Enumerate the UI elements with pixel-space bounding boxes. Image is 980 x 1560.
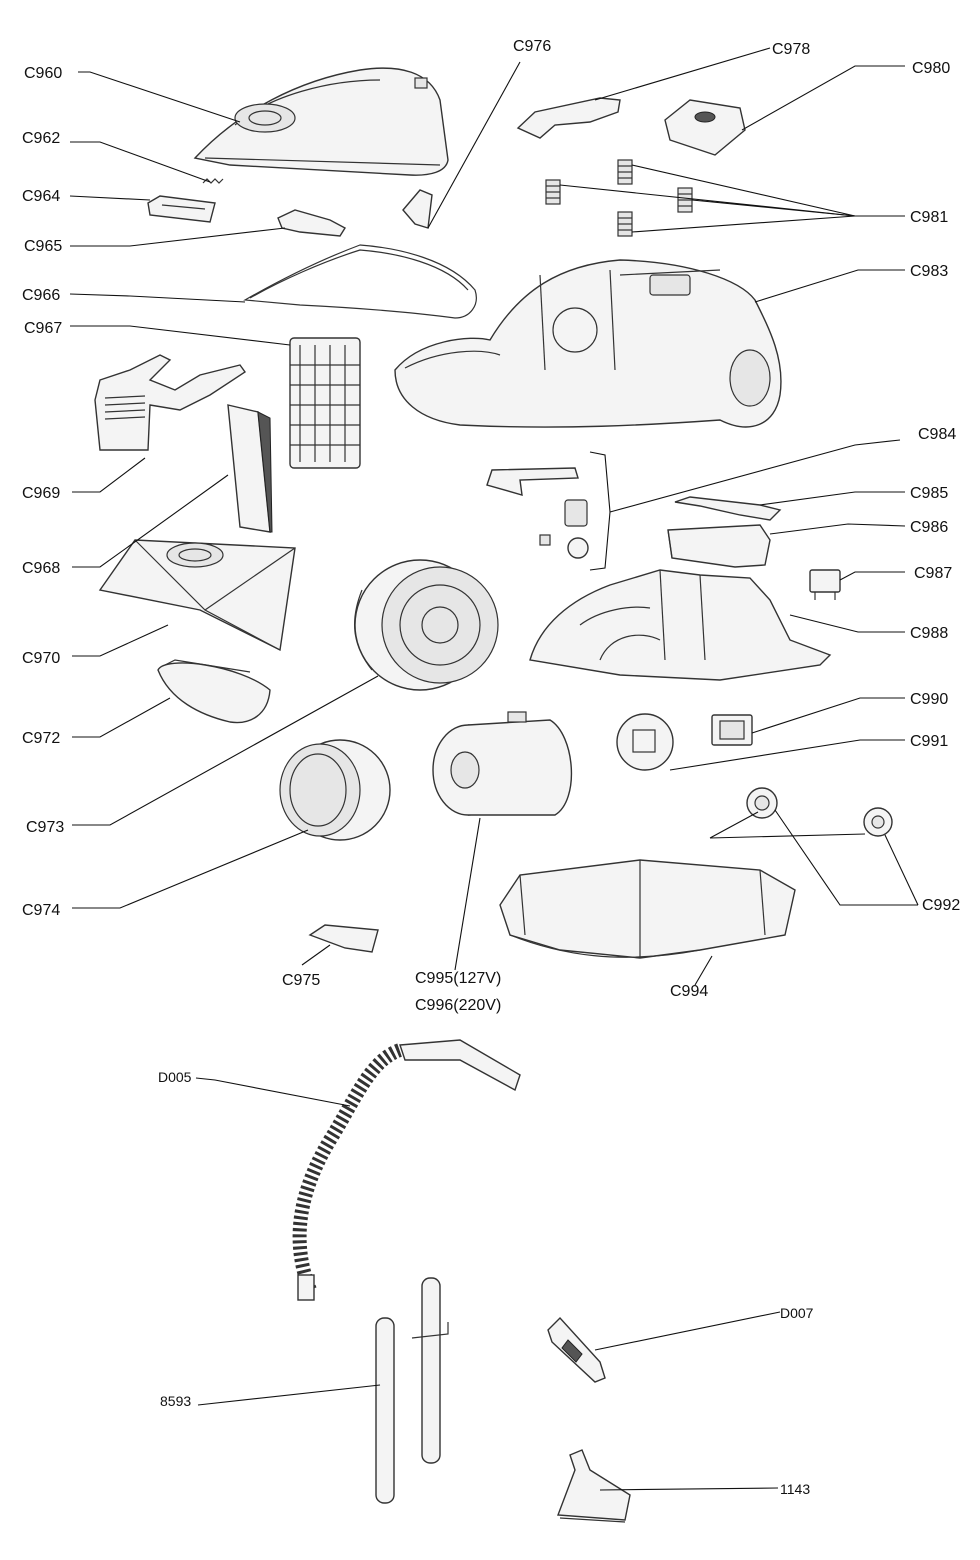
- label-c985: C985: [910, 485, 948, 502]
- label-c995: C995(127V): [415, 970, 501, 987]
- part-c995-motor: [432, 711, 573, 816]
- label-c962: C962: [22, 130, 60, 147]
- label-c964: C964: [22, 188, 60, 205]
- part-c980-button-cap: [664, 99, 746, 156]
- part-c960-top-cover: [193, 67, 449, 176]
- leader-lines: [69, 47, 919, 1491]
- part-c973-motor-housing: [353, 559, 499, 691]
- label-c987: C987: [914, 565, 952, 582]
- label-c966: C966: [22, 287, 60, 304]
- label-c986: C986: [910, 519, 948, 536]
- label-c968: C968: [22, 560, 60, 577]
- part-c994-base: [499, 859, 796, 959]
- label-c984: C984: [918, 426, 956, 443]
- label-c976: C976: [513, 38, 551, 55]
- label-c970: C970: [22, 650, 60, 667]
- label-c960: C960: [24, 65, 62, 82]
- part-c974-ring: [279, 739, 391, 841]
- part-labels: C960 C962 C964 C965 C966 C967 C969 C968 …: [22, 38, 960, 1497]
- part-c978-latch-arm: [516, 97, 621, 139]
- part-c970-dust-bag: [98, 539, 296, 652]
- part-c972-cap: [157, 659, 271, 724]
- label-8593: 8593: [160, 1393, 191, 1409]
- label-d007: D007: [780, 1305, 814, 1321]
- part-c986-foam-filter: [667, 524, 771, 568]
- part-d007-crevice-tool: [547, 1316, 606, 1383]
- part-c983-main-body: [394, 259, 782, 428]
- part-1143-tool: [557, 1449, 631, 1523]
- label-d005: D005: [158, 1069, 192, 1085]
- part-c990-square: [711, 714, 753, 746]
- part-c976-lever: [402, 189, 433, 229]
- label-c973: C973: [26, 819, 64, 836]
- part-c967-grill: [289, 337, 361, 469]
- part-c965-button: [277, 209, 346, 237]
- label-1143: 1143: [780, 1481, 810, 1497]
- part-c987-switch: [809, 569, 841, 600]
- label-c991: C991: [910, 733, 948, 750]
- label-c975: C975: [282, 972, 320, 989]
- label-c981: C981: [910, 209, 948, 226]
- part-c969-handle: [94, 354, 246, 451]
- label-c994: C994: [670, 983, 708, 1000]
- part-d005-hose: [292, 1039, 521, 1301]
- part-c988-chassis: [529, 569, 832, 681]
- part-c964-latch: [147, 195, 216, 223]
- part-c984-small-parts: [486, 467, 589, 559]
- part-c975-clip: [308, 924, 379, 953]
- label-c983: C983: [910, 263, 948, 280]
- part-c981-springs: [545, 159, 693, 237]
- label-c965: C965: [24, 238, 62, 255]
- part-c985-strip: [674, 496, 782, 521]
- part-c962-spring: [202, 178, 224, 184]
- label-c972: C972: [22, 730, 60, 747]
- label-c996: C996(220V): [415, 997, 501, 1014]
- part-c968-filter: [227, 404, 273, 533]
- label-c988: C988: [910, 625, 948, 642]
- label-c967: C967: [24, 320, 62, 337]
- label-c978: C978: [772, 41, 810, 58]
- label-c992: C992: [922, 897, 960, 914]
- part-c991-disc: [616, 713, 674, 771]
- part-c992-wheels: [746, 787, 893, 837]
- label-c990: C990: [910, 691, 948, 708]
- label-c980: C980: [912, 60, 950, 77]
- part-8593-tubes: [375, 1277, 449, 1504]
- part-c966-gasket: [243, 244, 477, 319]
- label-c974: C974: [22, 902, 60, 919]
- label-c969: C969: [22, 485, 60, 502]
